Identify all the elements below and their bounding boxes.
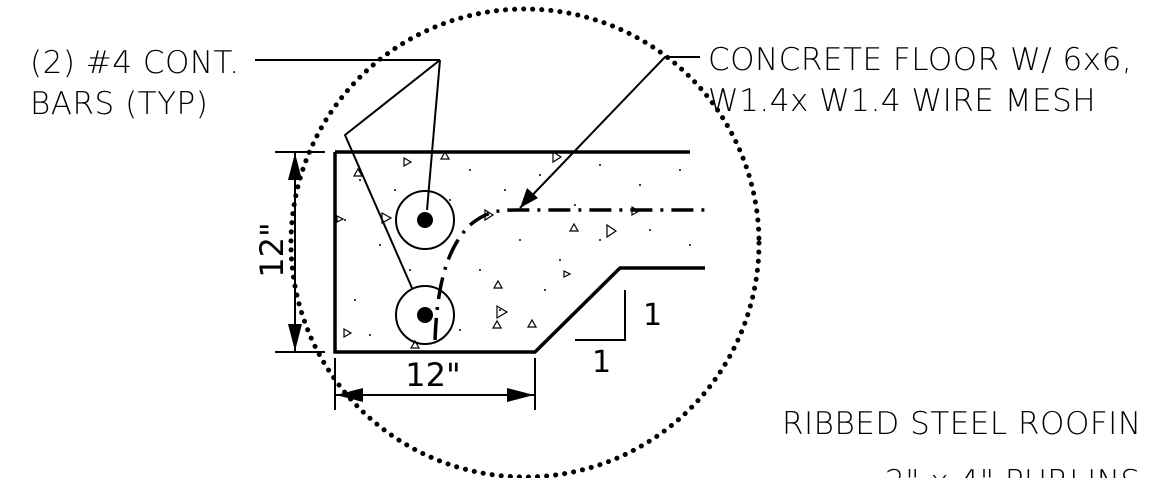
purlins-label: 2" x 4" PURLINS — [885, 464, 1141, 478]
concrete-aggregate-dots — [344, 164, 691, 336]
floor-label-line2: W1.4x W1.4 WIRE MESH — [708, 83, 1096, 119]
slope-indicator — [575, 290, 626, 341]
roofing-label: RIBBED STEEL ROOFIN — [782, 406, 1142, 442]
mesh-leader-arrowhead — [520, 188, 538, 208]
rebar-top — [395, 190, 455, 250]
rebar-label-line1: (2) #4 CONT. — [30, 45, 240, 81]
slope-rise-label: 1 — [643, 298, 662, 333]
height-dimension-label: 12" — [253, 222, 291, 277]
slope-run-label: 1 — [592, 345, 611, 380]
rebar-leader-lines — [255, 59, 441, 289]
concrete-aggregate-triangles — [336, 150, 641, 349]
mesh-leader-line — [519, 56, 700, 209]
rebar-bottom — [395, 285, 455, 345]
floor-label-line1: CONCRETE FLOOR W/ 6x6, — [708, 42, 1132, 78]
width-dimension-label: 12" — [405, 356, 460, 394]
width-dimension — [334, 358, 536, 410]
rebar-label-line2: BARS (TYP) — [30, 86, 208, 122]
height-dimension — [275, 151, 325, 353]
detail-boundary-circle — [288, 6, 762, 478]
wire-mesh-line — [433, 208, 705, 341]
